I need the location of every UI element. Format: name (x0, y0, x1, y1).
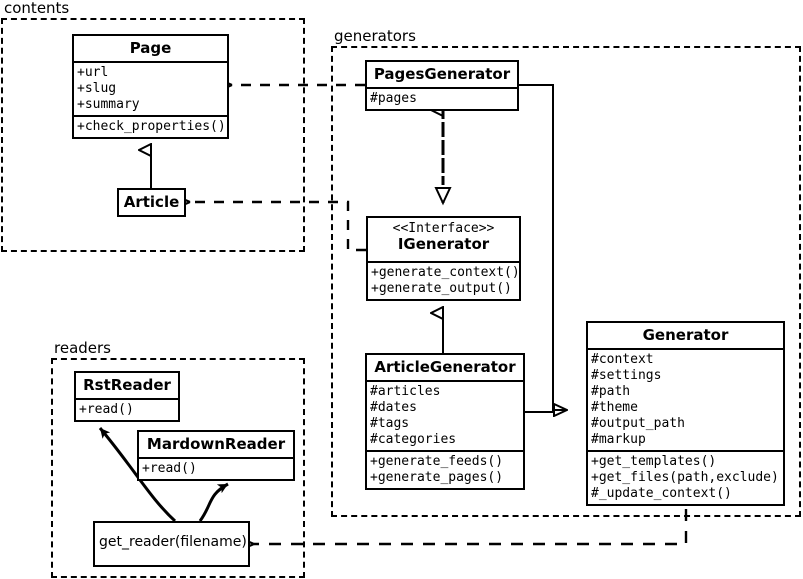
method: +get_files(path,exclude) (591, 470, 779, 485)
attribute: #context (591, 352, 654, 367)
attribute: #categories (370, 432, 457, 447)
class-name-page: Page (129, 39, 172, 57)
class-box-page[interactable]: Page +url +slug +summary +check_properti… (72, 34, 229, 139)
method: +generate_context() (371, 265, 520, 280)
class-header-igenerator: <<Interface>> IGenerator (368, 218, 519, 261)
attribute: #output_path (591, 416, 685, 431)
method: +read() (79, 402, 134, 417)
class-name-pages-generator: PagesGenerator (373, 65, 511, 83)
attribute: #articles (370, 384, 441, 399)
method: +generate_feeds() (370, 454, 504, 469)
class-methods-mardown-reader: +read() (139, 457, 293, 479)
class-box-article-generator[interactable]: ArticleGenerator #articles #dates #tags … (365, 353, 525, 490)
class-box-generator[interactable]: Generator #context #settings #path #them… (586, 321, 785, 506)
class-box-pages-generator[interactable]: PagesGenerator #pages (365, 60, 519, 111)
class-box-rst-reader[interactable]: RstReader +read() (74, 371, 180, 422)
package-generators-label: generators (332, 27, 418, 45)
class-name-igenerator: IGenerator (397, 235, 490, 253)
attribute: +summary (77, 97, 140, 112)
class-name-article: Article (123, 193, 180, 211)
method: #_update_context() (591, 486, 732, 501)
attribute: #dates (370, 400, 417, 415)
package-contents (1, 18, 305, 252)
method: +read() (142, 461, 197, 476)
class-box-igenerator[interactable]: <<Interface>> IGenerator +generate_conte… (366, 216, 521, 301)
attribute: #markup (591, 432, 646, 447)
class-methods-page: +check_properties() (74, 115, 227, 137)
method: +generate_pages() (370, 470, 504, 485)
method: +generate_output() (371, 281, 512, 296)
class-methods-rst-reader: +read() (76, 398, 178, 420)
attribute: #settings (591, 368, 662, 383)
class-attributes-article-generator: #articles #dates #tags #categories (367, 380, 523, 450)
class-attributes-page: +url +slug +summary (74, 61, 227, 115)
class-name-rst-reader: RstReader (83, 376, 171, 394)
attribute: #path (591, 384, 631, 399)
class-attributes-generator: #context #settings #path #theme #output_… (588, 348, 783, 450)
class-methods-generator: +get_templates() +get_files(path,exclude… (588, 450, 783, 504)
class-attributes-pages-generator: #pages (367, 87, 517, 109)
method: +check_properties() (77, 119, 226, 134)
attribute: +slug (77, 81, 117, 96)
method: +get_templates() (591, 454, 717, 469)
attribute: #pages (370, 91, 417, 106)
class-methods-article-generator: +generate_feeds() +generate_pages() (367, 450, 523, 488)
attribute: #theme (591, 400, 638, 415)
class-methods-igenerator: +generate_context() +generate_output() (368, 261, 520, 299)
attribute: #tags (370, 416, 410, 431)
package-readers-label: readers (52, 339, 113, 357)
class-name-generator: Generator (642, 326, 729, 344)
package-readers (51, 358, 305, 578)
function-box-get-reader[interactable]: get_reader(filename) (93, 521, 250, 567)
class-box-mardown-reader[interactable]: MardownReader +read() (137, 430, 295, 481)
class-name-article-generator: ArticleGenerator (374, 358, 516, 376)
class-stereotype-igenerator: <<Interface>> (392, 221, 495, 236)
package-contents-label: contents (2, 0, 72, 17)
class-name-mardown-reader: MardownReader (146, 435, 286, 453)
attribute: +url (77, 65, 109, 80)
function-name-get-reader: get_reader(filename) (99, 534, 247, 550)
class-box-article[interactable]: Article (117, 188, 186, 217)
